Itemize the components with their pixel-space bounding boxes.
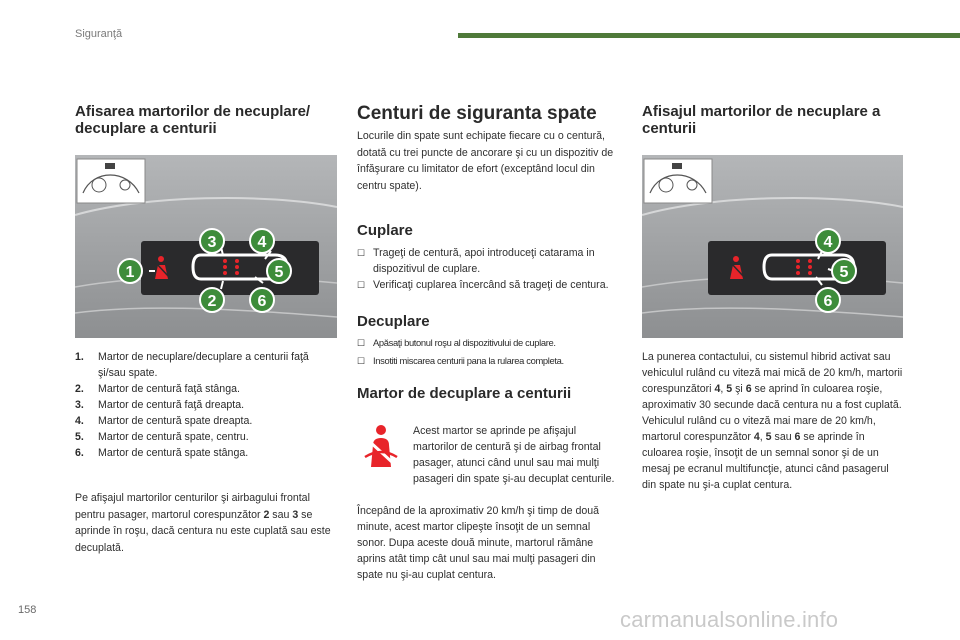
checkbox-bullet-icon: ☐	[357, 248, 366, 258]
callout-number: 5	[840, 264, 849, 281]
callout-number: 5	[275, 264, 284, 281]
decoupling-list: ☐Apăsaţi butonul roşu al dispozitivului …	[357, 334, 621, 370]
callout-badge-5: 5	[831, 258, 857, 284]
right-paragraph: La punerea contactului, cu sistemul hibr…	[642, 351, 903, 491]
list-item: 1.Martor de necuplare/decuplare a centur…	[75, 351, 309, 379]
left-paragraph: Pe afişajul martorilor centurilor şi air…	[75, 492, 331, 554]
callout-badge-5: 5	[266, 258, 292, 284]
page-number: 158	[18, 604, 37, 616]
coupling-title: Cuplare	[357, 222, 413, 239]
list-item: ☐Apăsaţi butonul roşu al dispozitivului …	[357, 334, 621, 352]
callout-badge-4: 4	[249, 228, 275, 254]
header-accent-bar	[458, 33, 960, 38]
right-column-title: Afisajul martorilor de necuplare a centu…	[642, 103, 881, 137]
callout-number: 4	[258, 234, 267, 251]
list-item: 5.Martor de centură spate, centru.	[75, 431, 249, 443]
callout-badge-2: 2	[199, 287, 225, 313]
list-item: 2.Martor de centură faţă stânga.	[75, 383, 240, 395]
left-item-list: 1.Martor de necuplare/decuplare a centur…	[75, 349, 337, 461]
list-item: 3.Martor de centură faţă dreapta.	[75, 399, 245, 411]
middle-column-title: Centuri de siguranta spate	[357, 103, 597, 124]
watermark-text: carmanualsonline.info	[620, 607, 839, 632]
callout-number: 1	[126, 264, 135, 281]
decoupling-title: Decuplare	[357, 313, 430, 330]
callout-number: 3	[208, 234, 217, 251]
list-item: ☐Insotiti miscarea centurii pana la rula…	[357, 352, 621, 370]
section-header: Siguranţă	[75, 28, 123, 40]
right-figure: 4 5 6	[642, 155, 903, 338]
checkbox-bullet-icon: ☐	[357, 280, 366, 290]
coupling-list: ☐Trageţi de centură, apoi introduceţi ca…	[357, 245, 621, 293]
list-item: ☐Trageţi de centură, apoi introduceţi ca…	[357, 247, 595, 275]
list-item: 6.Martor de centură spate stânga.	[75, 447, 249, 459]
left-figure: 1 2 3 4 5 6	[75, 155, 337, 338]
callout-badge-6: 6	[815, 287, 841, 313]
callout-number: 2	[208, 293, 217, 310]
warning-body-text: Începând de la aproximativ 20 km/h şi ti…	[357, 505, 600, 581]
list-item: 4.Martor de centură spate dreapta.	[75, 415, 253, 427]
left-column-title: Afisarea martorilor de necuplare/ decupl…	[75, 103, 311, 137]
checkbox-bullet-icon: ☐	[357, 338, 365, 348]
list-item: ☐Verificaţi cuplarea încercând să trageţ…	[357, 279, 609, 291]
warning-indented-text: Acest martor se aprinde pe afişajul mart…	[413, 425, 615, 485]
callout-number: 4	[824, 234, 833, 251]
dashboard-illustration: 1 2 3 4 5 6	[75, 155, 337, 338]
callout-badge-6: 6	[249, 287, 275, 313]
seatbelt-warning-icon	[730, 256, 745, 279]
callout-number: 6	[258, 293, 267, 310]
middle-intro: Locurile din spate sunt echipate fiecare…	[357, 130, 614, 192]
callout-badge-1: 1	[117, 258, 143, 284]
rear-seatbelt-warning-icon	[363, 423, 399, 469]
dashboard-illustration: 4 5 6	[642, 155, 903, 338]
callout-badge-4: 4	[815, 228, 841, 254]
callout-number: 6	[824, 293, 833, 310]
callout-badge-3: 3	[199, 228, 225, 254]
seatbelt-warning-icon	[155, 256, 170, 279]
warning-title: Martor de decuplare a centurii	[357, 385, 572, 402]
checkbox-bullet-icon: ☐	[357, 356, 365, 366]
